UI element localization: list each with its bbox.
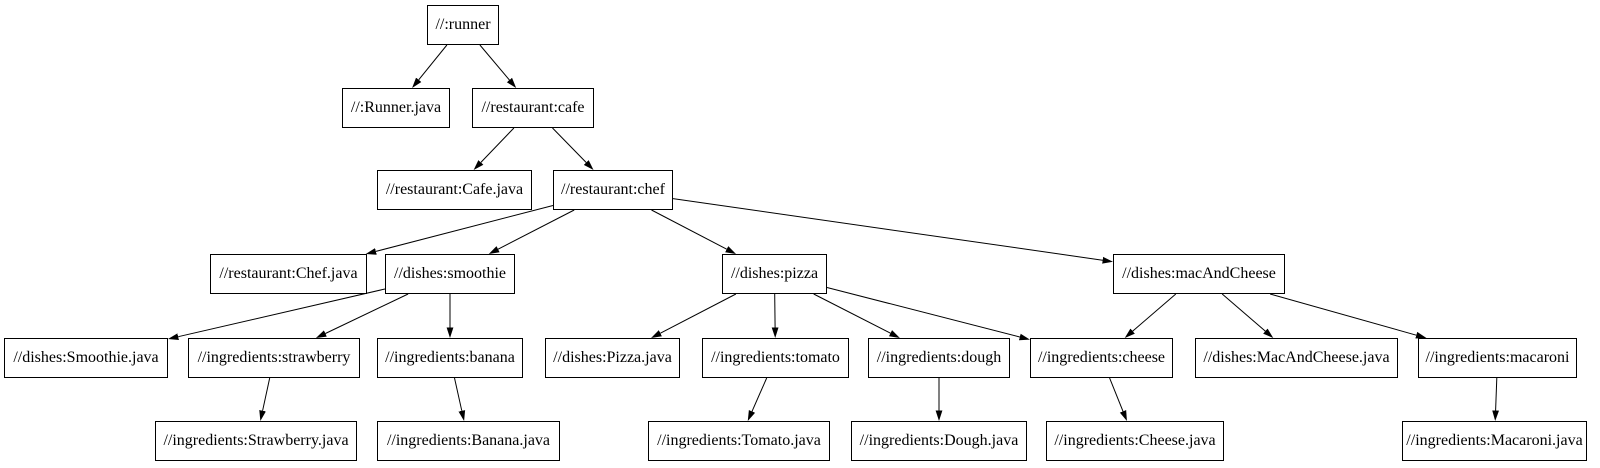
graph-edge-chef-to-pizza: [651, 209, 737, 255]
graph-edge-cafe-to-cafe_java: [473, 127, 515, 170]
graph-node-banana_java: //ingredients:Banana.java: [377, 421, 560, 461]
graph-node-strawberry: //ingredients:strawberry: [188, 338, 360, 378]
graph-edge-banana-to-banana_java: [454, 377, 466, 422]
graph-edge-smoothie-to-smoothie_java: [167, 288, 386, 341]
graph-edge-pizza-to-dough: [813, 293, 900, 338]
graph-node-tomato: //ingredients:tomato: [702, 338, 849, 378]
graph-edge-chef-to-macandcheese: [672, 198, 1113, 264]
graph-node-macaroni_java: //ingredients:Macaroni.java: [1402, 421, 1587, 461]
graph-edge-pizza-to-cheese: [826, 287, 1030, 341]
graph-node-smoothie: //dishes:smoothie: [385, 254, 515, 294]
graph-node-strawberry_java: //ingredients:Strawberry.java: [155, 421, 357, 461]
graph-node-tomato_java: //ingredients:Tomato.java: [648, 421, 830, 461]
graph-node-macandcheese: //dishes:macAndCheese: [1113, 254, 1285, 294]
graph-node-smoothie_java: //dishes:Smoothie.java: [4, 338, 168, 378]
graph-node-chef: //restaurant:chef: [553, 170, 673, 210]
graph-edge-tomato-to-tomato_java: [747, 377, 768, 422]
graph-edge-cafe-to-chef: [552, 127, 594, 171]
graph-edge-cheese-to-cheese_java: [1109, 377, 1127, 422]
graph-node-macandcheese_java: //dishes:MacAndCheese.java: [1195, 338, 1398, 378]
graph-edge-pizza-to-pizza_java: [651, 293, 737, 339]
graph-node-dough_java: //ingredients:Dough.java: [851, 421, 1027, 461]
graph-edge-chef-to-smoothie: [488, 209, 575, 255]
graph-node-macaroni: //ingredients:macaroni: [1418, 338, 1577, 378]
graph-edge-macandcheese-to-cheese: [1124, 293, 1177, 338]
graph-edge-macandcheese-to-macandcheese_java: [1221, 293, 1274, 338]
graph-node-cheese: //ingredients:cheese: [1030, 338, 1173, 378]
graph-edge-chef-to-chef_java: [365, 205, 554, 255]
graph-node-cheese_java: //ingredients:Cheese.java: [1046, 421, 1224, 461]
graph-edge-macandcheese-to-macaroni: [1269, 293, 1427, 339]
graph-edge-strawberry-to-strawberry_java: [259, 377, 271, 421]
graph-node-cafe: //restaurant:cafe: [472, 88, 594, 128]
graph-edge-smoothie-to-strawberry: [315, 293, 409, 339]
graph-node-pizza_java: //dishes:Pizza.java: [545, 338, 680, 378]
graph-node-chef_java: //restaurant:Chef.java: [210, 254, 367, 294]
graph-node-runner: //:runner: [427, 5, 499, 45]
graph-node-banana: //ingredients:banana: [377, 338, 523, 378]
graph-node-dough: //ingredients:dough: [868, 338, 1010, 378]
graph-node-pizza: //dishes:pizza: [722, 254, 827, 294]
graph-node-runner_java: //:Runner.java: [342, 88, 450, 128]
graph-node-cafe_java: //restaurant:Cafe.java: [377, 170, 532, 210]
graph-edge-runner-to-cafe: [479, 44, 517, 89]
graph-edge-runner-to-runner_java: [412, 44, 448, 88]
graph-edge-macaroni-to-macaroni_java: [1492, 377, 1499, 421]
